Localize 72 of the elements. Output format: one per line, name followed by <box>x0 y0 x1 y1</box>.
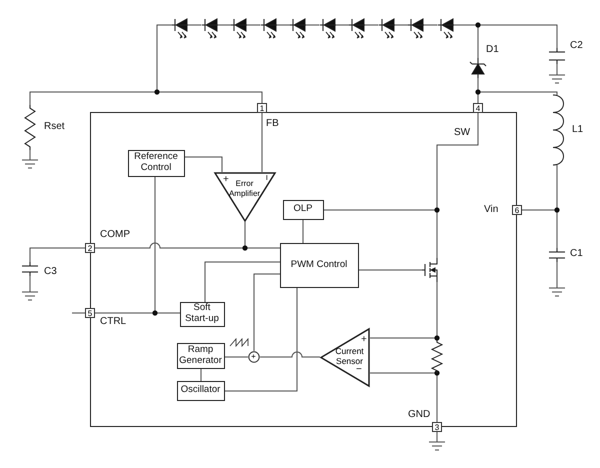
wire <box>188 24 202 26</box>
capacitor-symbol <box>549 48 565 64</box>
wire <box>335 24 350 26</box>
block-box: OLP <box>282 200 324 220</box>
wire <box>200 368 202 382</box>
wire <box>370 372 438 374</box>
pin-name: COMP <box>100 229 130 240</box>
summing-junction <box>248 350 260 362</box>
component-label: L1 <box>572 124 584 135</box>
zener-diode-symbol <box>470 58 486 78</box>
block-label: + <box>251 352 256 362</box>
component-label: D1 <box>486 44 499 55</box>
pin-box: 1 <box>257 103 267 113</box>
resistor-symbol <box>24 105 36 150</box>
led-symbol <box>438 17 454 41</box>
wire <box>276 24 290 26</box>
wire <box>260 352 320 358</box>
pin-box: 4 <box>473 103 483 113</box>
wire <box>30 248 86 262</box>
pin-name: GND <box>408 409 430 420</box>
led-symbol <box>349 17 365 41</box>
wire <box>184 156 222 172</box>
pin-box: 5 <box>85 308 95 318</box>
led-symbol <box>202 17 218 41</box>
pin-name: FB <box>266 118 279 129</box>
block-box: PWM Control <box>280 242 358 288</box>
mosfet-symbol <box>422 258 440 282</box>
led-symbol <box>290 17 306 41</box>
pin-box: 3 <box>432 422 442 432</box>
polarity-sign: − <box>260 174 272 180</box>
component-label: C1 <box>570 248 583 259</box>
wire <box>204 262 280 302</box>
led-symbol <box>378 17 394 41</box>
block-label: Error Amplifier <box>228 179 262 198</box>
polarity-sign: + <box>361 334 367 345</box>
wire <box>246 24 261 26</box>
pin-name: CTRL <box>100 316 126 327</box>
component-label: C2 <box>570 40 583 51</box>
led-symbol <box>231 17 247 41</box>
block-box: Soft Start-up <box>180 302 224 326</box>
wire <box>306 24 320 26</box>
wire <box>224 356 248 358</box>
polarity-sign: + <box>223 174 229 185</box>
block-box: Reference Control <box>128 150 184 176</box>
pin-box: 2 <box>85 243 95 253</box>
component-label: Rset <box>44 121 65 132</box>
polarity-sign: − <box>356 364 362 375</box>
pin-name: SW <box>454 127 470 138</box>
led-symbol <box>260 17 276 41</box>
wire <box>224 288 298 392</box>
led-symbol <box>172 17 188 41</box>
led-symbol <box>320 17 336 41</box>
led-symbol <box>408 17 424 41</box>
amplifier-triangle <box>320 328 370 386</box>
inductor-symbol <box>551 95 565 165</box>
wire <box>217 24 232 26</box>
wire <box>302 220 304 244</box>
amplifier-triangle <box>214 172 276 222</box>
wire <box>394 24 408 26</box>
wire <box>364 24 379 26</box>
wire <box>254 274 280 352</box>
wire <box>436 372 438 422</box>
block-box: Oscillator <box>176 380 224 400</box>
resistor-symbol <box>430 340 442 372</box>
pin-box: 6 <box>512 205 522 215</box>
capacitor-symbol <box>22 262 38 276</box>
block-box: Ramp Generator <box>176 342 224 368</box>
wire <box>424 24 438 26</box>
pin-name: Vin <box>484 204 498 215</box>
block-label: Current Sensor <box>334 347 365 367</box>
capacitor-symbol <box>549 248 565 262</box>
component-label: C3 <box>44 266 57 277</box>
